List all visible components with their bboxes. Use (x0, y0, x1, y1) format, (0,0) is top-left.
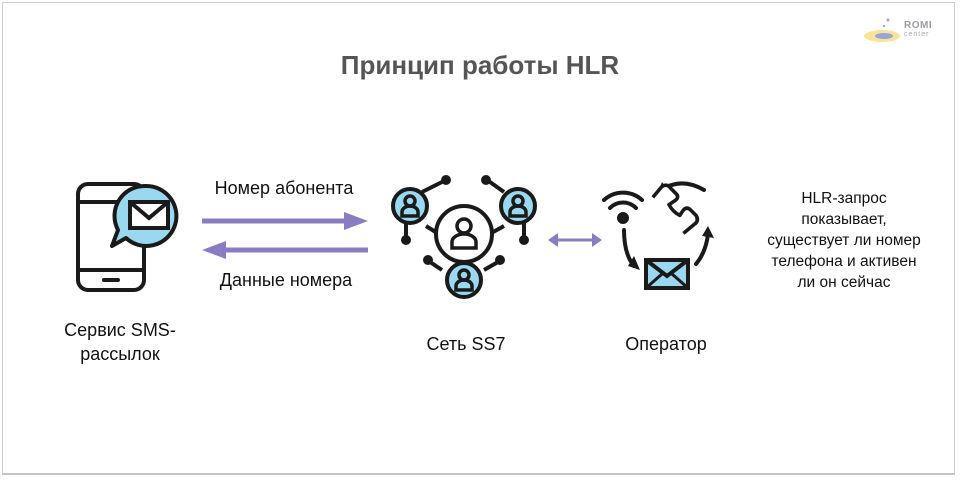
envelope-icon (644, 258, 690, 290)
request-label: Номер абонента (214, 178, 354, 198)
romi-logo-icon (864, 18, 900, 42)
operator-label: Оператор (625, 334, 707, 354)
note-line: существует ли номер (767, 232, 921, 249)
smartphone-message-icon (76, 182, 179, 292)
phone-handset-icon (651, 183, 700, 235)
logo-name: ROMI (904, 20, 933, 31)
sms-service-label-line2: рассылок (80, 344, 160, 364)
network-users-icon (391, 175, 537, 299)
response-label: Данные номера (219, 270, 353, 290)
hlr-note: HLR-запрос показывает, существует ли ном… (744, 188, 944, 293)
ss7-label: Сеть SS7 (426, 334, 506, 354)
response-arrow (202, 241, 368, 259)
logo-sub: center (904, 31, 930, 38)
request-response-arrows (202, 212, 368, 259)
romi-logo (862, 12, 942, 48)
bidirectional-arrow (548, 233, 602, 247)
sms-service-label: Сервис SMS- рассылок (40, 318, 200, 366)
note-line: показывает, (801, 211, 887, 228)
slide-frame (2, 2, 955, 475)
note-line: HLR-запрос (801, 190, 887, 207)
wifi-icon (602, 190, 644, 224)
note-line: ли он сейчас (797, 274, 891, 291)
operator-cycle-icon (602, 181, 714, 290)
request-arrow (202, 212, 368, 230)
note-line: телефона и активен (771, 253, 917, 270)
page-title: Принцип работы HLR (340, 50, 620, 80)
sms-service-label-line1: Сервис SMS- (64, 320, 176, 340)
